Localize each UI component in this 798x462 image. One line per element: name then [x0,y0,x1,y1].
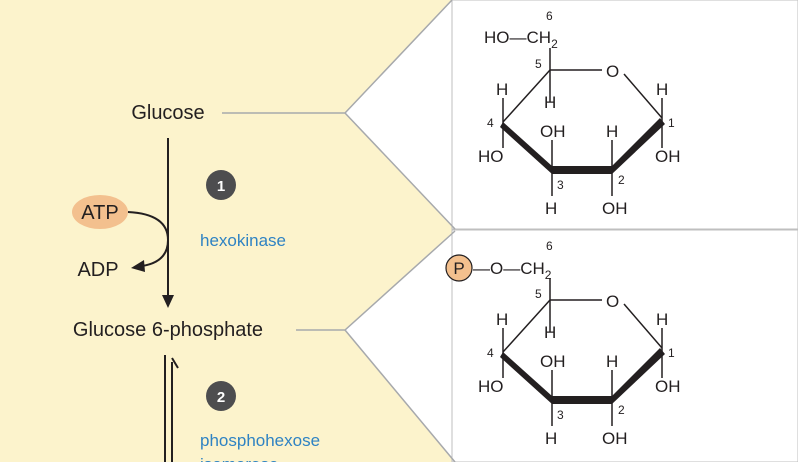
glucose-label: Glucose [131,102,204,124]
glucose-ho-c4: HO [478,147,504,166]
g6p-c3: 3 [557,408,564,422]
glucose-oh-c3: OH [540,122,566,141]
glucose-c1: 1 [668,116,675,130]
atp-label: ATP [81,202,118,224]
enzyme-phosphohexose: phosphohexose [200,431,320,450]
glucose-ho-ch2: HO—CH2 [484,28,558,51]
glucose-connector-lower [344,112,456,230]
glucose-h-c1: H [656,80,668,99]
step1-number: 1 [217,178,225,195]
glucose-ring-o: O [606,62,619,81]
g6p-oh-c1: OH [655,377,681,396]
g6p-ring-o: O [606,292,619,311]
glucose-h-c3: H [545,199,557,218]
glucose-h-c2-up: H [606,122,618,141]
glucose-oh-c2: OH [602,199,628,218]
g6p-c6: 6 [546,239,553,253]
g6p-o-ch2: —O—CH2 [473,259,552,282]
g6p-h-c2-up: H [606,352,618,371]
g6p-c1: 1 [668,346,675,360]
g6p-h-c3: H [545,429,557,448]
glucose-c3: 3 [557,178,564,192]
g6p-h-c1: H [656,310,668,329]
g6p-oh-c3: OH [540,352,566,371]
step1-arrowhead [162,295,174,308]
enzyme-hexokinase: hexokinase [200,231,286,250]
atp-badge [72,195,128,229]
glucose-molecule [500,48,665,196]
g6p-h-c5: H [544,323,556,342]
g6p-ho-c4: HO [478,377,504,396]
glucose-oh-c1: OH [655,147,681,166]
enzyme-isomerase: isomerase [200,455,278,462]
g6p-label: Glucose 6-phosphate [73,319,263,341]
adp-label: ADP [77,259,118,281]
step1-badge [206,170,236,200]
step2-badge [206,381,236,411]
step2-arrowhead-up [171,357,179,369]
g6p-c2: 2 [618,403,625,417]
adp-arrowhead [131,260,145,272]
glucose-h-c5: H [544,93,556,112]
g6p-structure-box [451,229,798,462]
glucose-c6: 6 [546,9,553,23]
phosphate-label: P [453,259,464,278]
g6p-connector-lower [344,329,456,462]
g6p-molecule [500,278,665,426]
pathway-panel [0,0,455,462]
g6p-h-c4: H [496,310,508,329]
glucose-h-c4: H [496,80,508,99]
g6p-c5: 5 [535,287,542,301]
glucose-c2: 2 [618,173,625,187]
phosphate-badge [445,254,473,282]
atp-adp-curve [127,211,170,267]
glucose-c4: 4 [487,116,494,130]
g6p-c4: 4 [487,346,494,360]
glucose-c5: 5 [535,57,542,71]
g6p-oh-c2: OH [602,429,628,448]
step2-number: 2 [217,389,225,406]
